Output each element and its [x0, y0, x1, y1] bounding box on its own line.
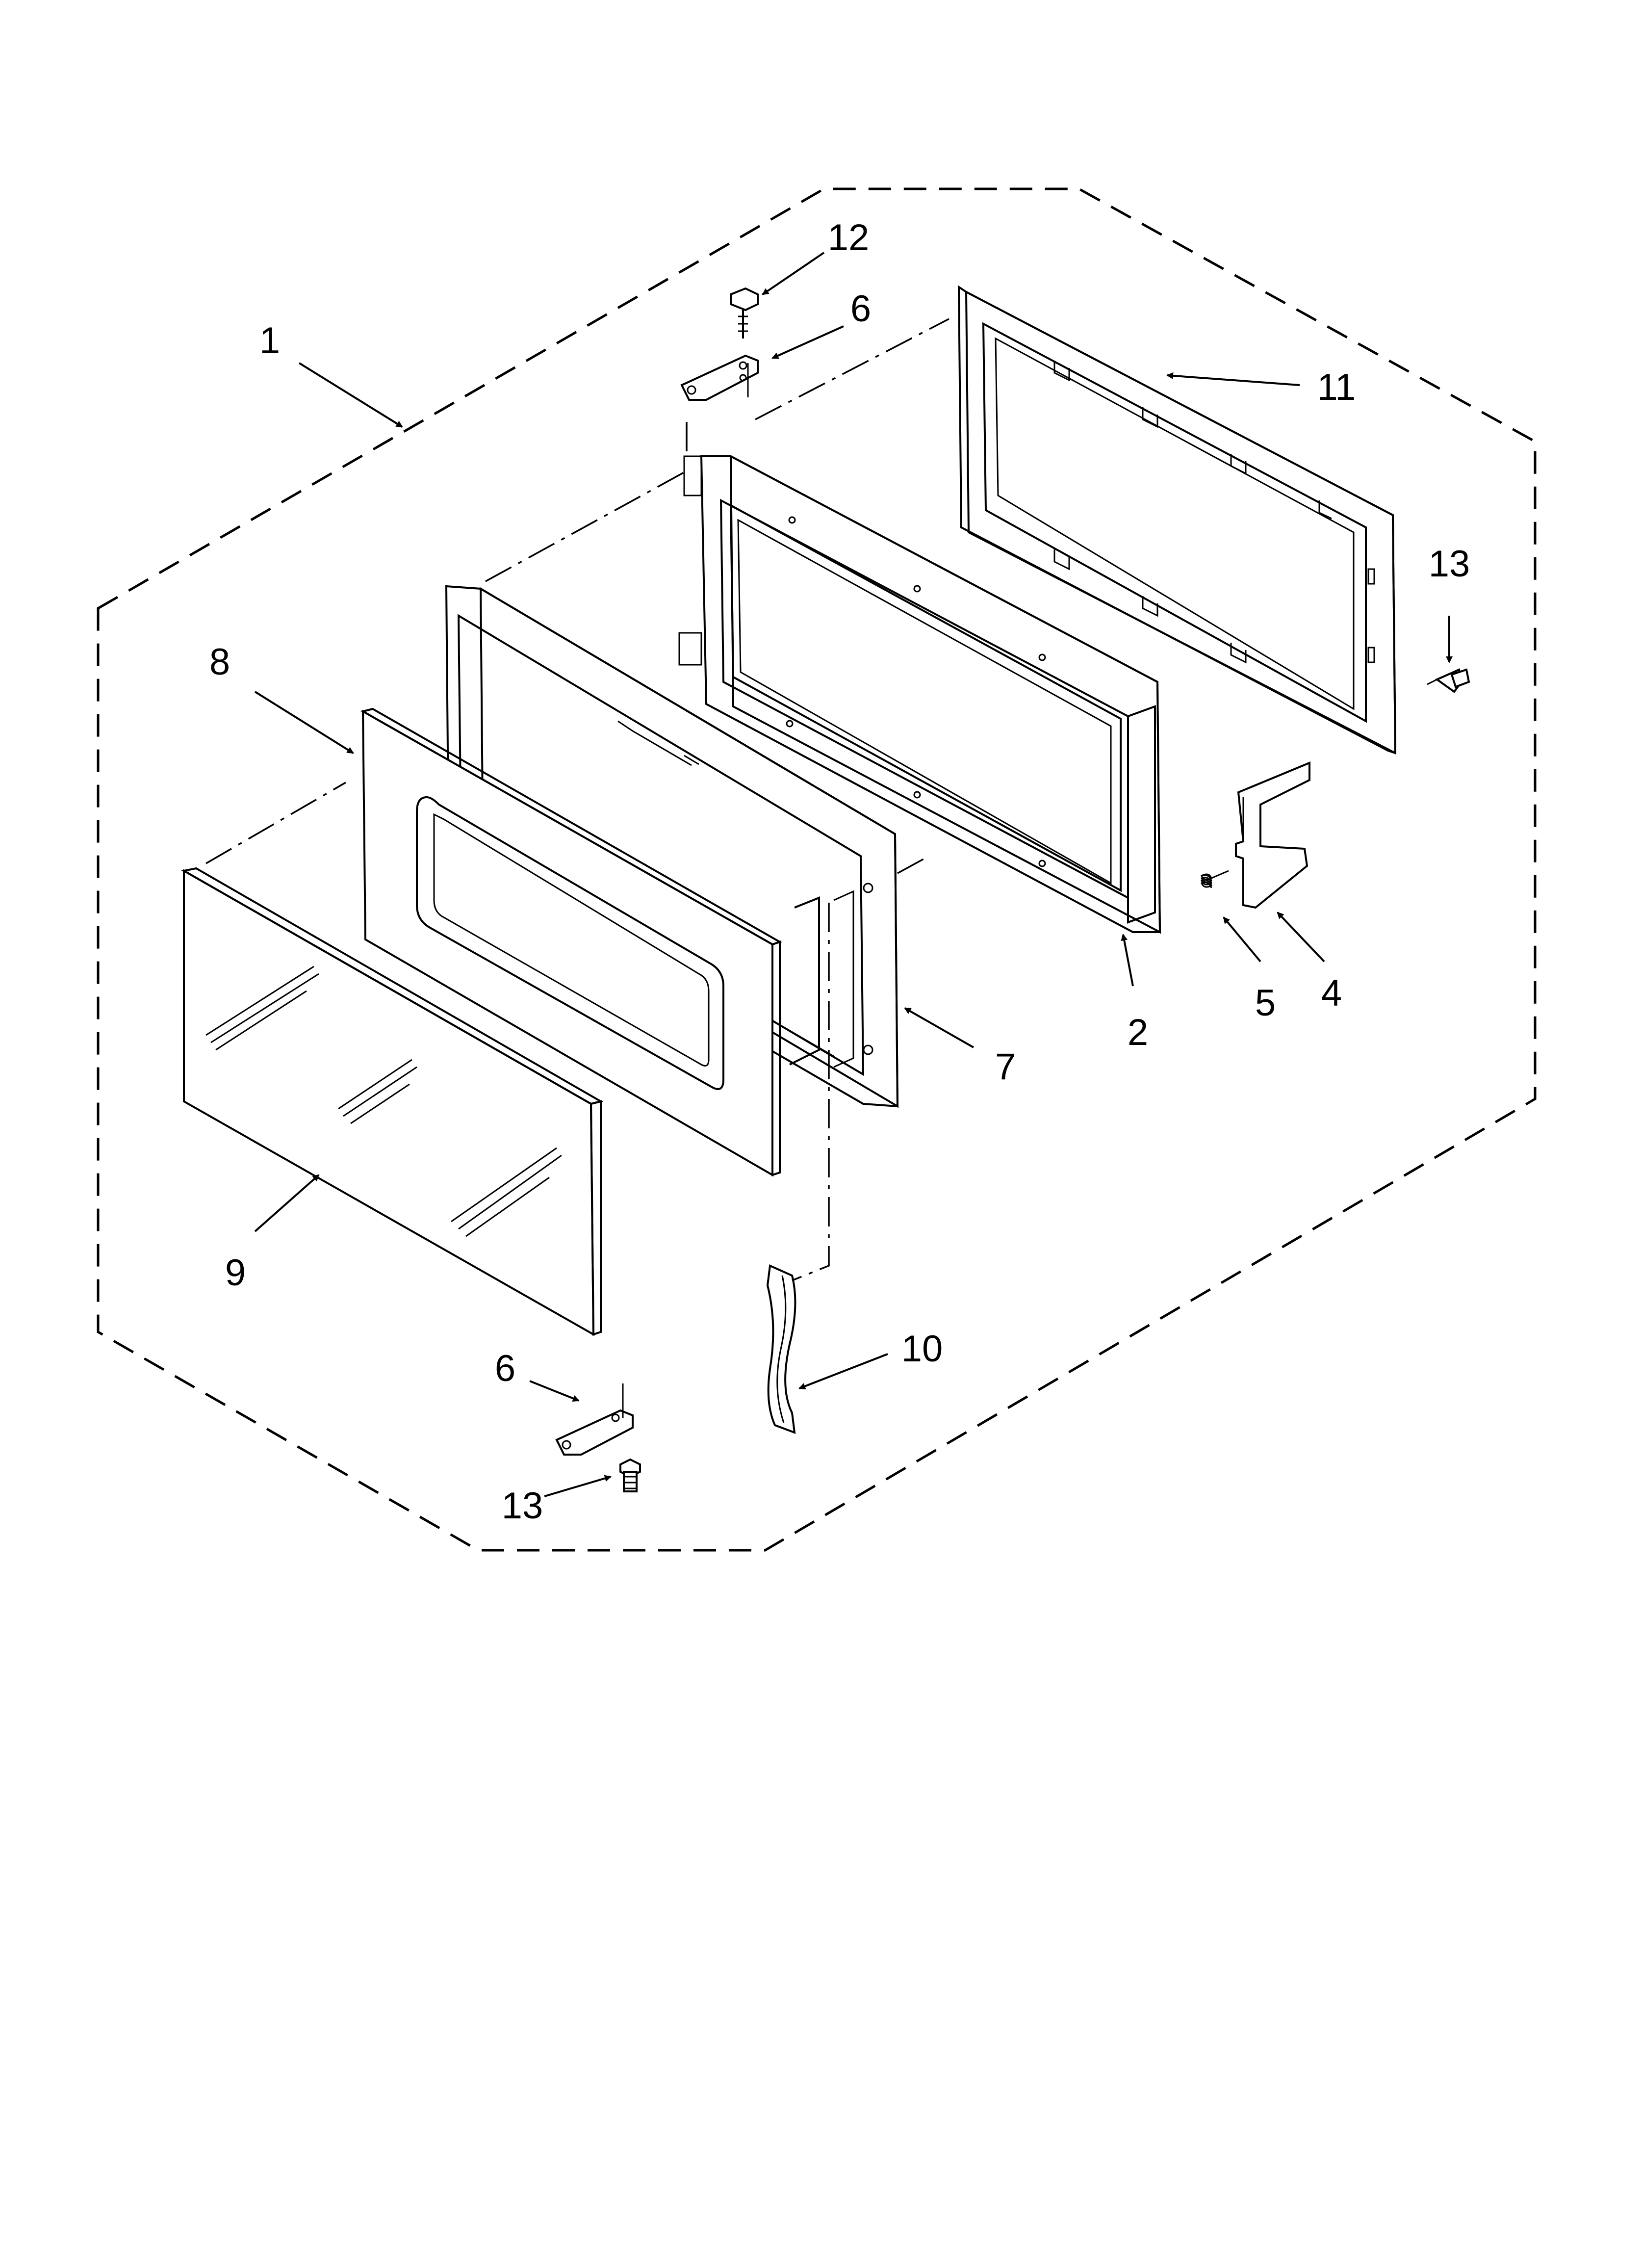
part-5-spring — [1201, 870, 1229, 888]
callout-7: 7 — [995, 1046, 1016, 1088]
leader-12 — [762, 252, 825, 295]
part-4-latch — [1235, 761, 1310, 909]
leader-1 — [298, 362, 403, 428]
leader-6-bottom — [529, 1380, 580, 1402]
leader-13-bottom — [544, 1475, 612, 1497]
callout-6-bottom: 6 — [495, 1348, 515, 1389]
part-10-handle — [766, 1264, 796, 1434]
callout-10: 10 — [901, 1328, 943, 1370]
part-13-screw-bottom — [619, 1458, 641, 1492]
leader-2 — [1121, 934, 1134, 987]
callout-9: 9 — [225, 1252, 246, 1294]
assembly-boundary — [97, 187, 1537, 1552]
part-12-screw — [730, 287, 759, 339]
alignment-lines — [205, 318, 949, 1281]
leader-10 — [798, 1353, 888, 1390]
callout-11: 11 — [1317, 366, 1356, 408]
leader-8 — [254, 691, 354, 754]
part-6-hinge-bottom — [555, 1383, 634, 1456]
callout-13-bottom: 13 — [502, 1485, 543, 1527]
part-13-screw-right — [1427, 668, 1470, 693]
callout-labels: 1 2 4 5 6 6 7 8 9 10 11 12 13 13 — [209, 217, 1470, 1527]
callout-1: 1 — [259, 320, 280, 362]
leader-4 — [1277, 912, 1325, 963]
leader-7 — [904, 1007, 974, 1048]
part-11-choke-frame — [957, 285, 1397, 755]
leader-5 — [1223, 916, 1261, 963]
callout-6-top: 6 — [850, 288, 871, 330]
part-8-door-panel — [360, 707, 782, 1177]
callout-5: 5 — [1255, 982, 1276, 1024]
part-9-glass — [181, 867, 604, 1336]
leader-9 — [254, 1174, 320, 1232]
leader-11 — [1166, 372, 1300, 386]
callout-2: 2 — [1128, 1012, 1148, 1053]
callout-12: 12 — [828, 217, 870, 259]
part-6-hinge-top — [680, 354, 759, 401]
callout-8: 8 — [209, 641, 230, 683]
callout-4: 4 — [1321, 972, 1342, 1014]
callout-13-right: 13 — [1429, 543, 1470, 585]
leader-lines — [254, 252, 1453, 1497]
part-2-inner-door-frame — [678, 454, 1161, 934]
leader-6-top — [771, 325, 844, 359]
